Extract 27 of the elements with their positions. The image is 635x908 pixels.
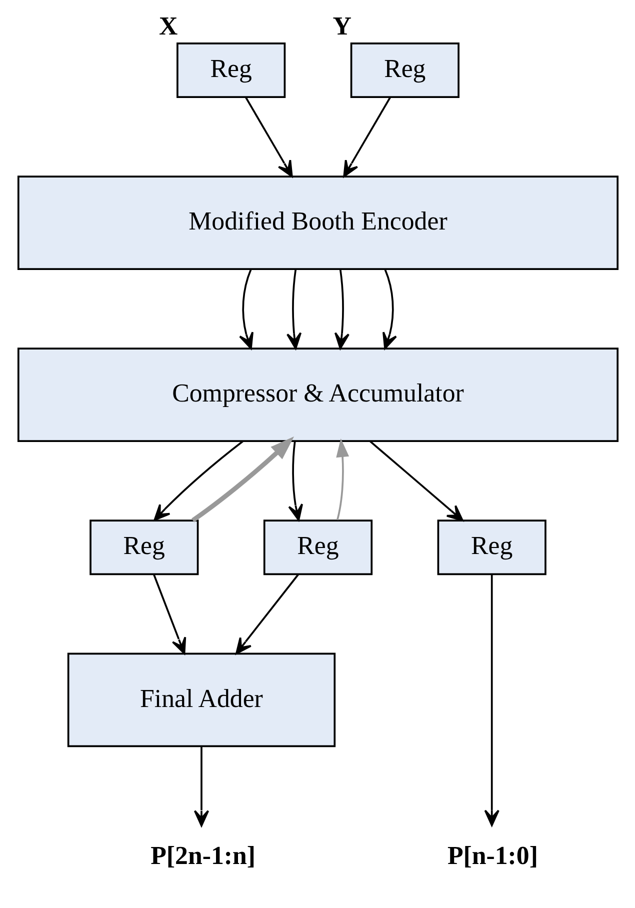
arrow — [369, 440, 463, 522]
arrow — [152, 574, 186, 654]
arrow — [190, 436, 294, 522]
arrow — [334, 270, 350, 350]
arrow — [336, 438, 349, 520]
node-text: P[n-1:0] — [446, 841, 538, 870]
node-box: Reg — [436, 520, 546, 576]
node-box: Final Adder — [66, 652, 336, 748]
node-label: Y — [332, 12, 351, 41]
node-box: Modified Booth Encoder — [16, 176, 618, 270]
arrow — [238, 269, 253, 350]
arrow — [153, 440, 243, 521]
node-box: Reg — [176, 42, 286, 98]
arrow — [244, 96, 292, 178]
arrow — [484, 574, 499, 826]
arrow — [193, 746, 209, 827]
node-box: Reg — [350, 42, 459, 98]
arrow — [382, 269, 396, 350]
arrow — [288, 441, 303, 521]
node-label: X — [158, 12, 178, 41]
node-box: Compressor & Accumulator — [16, 348, 618, 442]
arrow — [286, 270, 302, 350]
node-text: P[2n-1:n] — [150, 841, 256, 870]
arrow — [342, 96, 390, 178]
node-box: Reg — [262, 520, 372, 576]
arrow — [235, 574, 298, 654]
node-box: Reg — [89, 520, 198, 576]
